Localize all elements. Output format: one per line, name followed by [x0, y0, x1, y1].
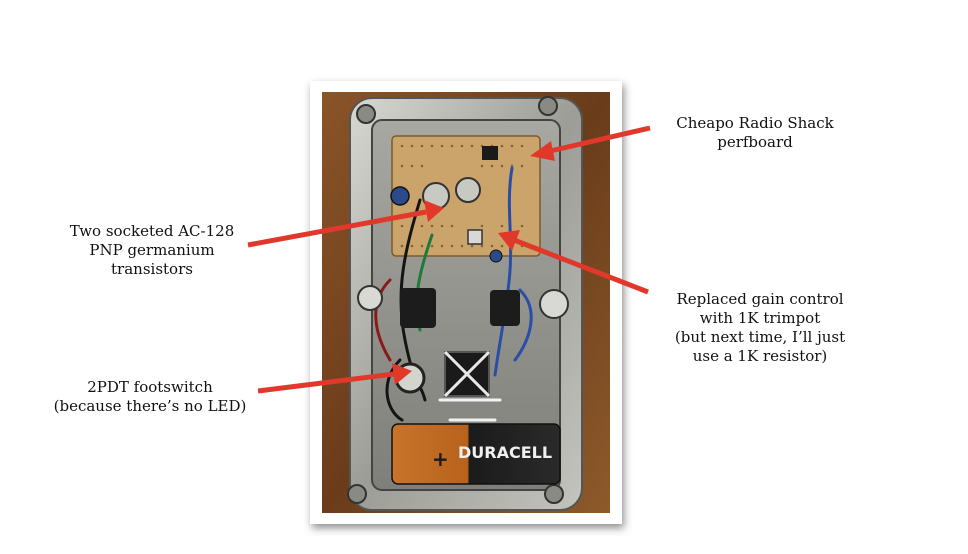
label-trimpot-line-4: use a 1K resistor) — [692, 347, 828, 365]
capacitor — [390, 186, 410, 206]
screw-bottom-right — [544, 484, 564, 504]
perfboard-component — [482, 146, 498, 160]
arrow-footswitch-head — [392, 363, 412, 385]
side-jack-left — [357, 285, 383, 311]
arrow-footswitch-shaft — [257, 371, 395, 394]
output-jack — [490, 290, 520, 326]
input-jack — [400, 288, 436, 328]
screw-bottom-left — [347, 484, 367, 504]
arrow-transistors-head — [424, 200, 444, 222]
label-trimpot: Replaced gain control with 1K trimpot (b… — [650, 290, 870, 366]
footswitch-x-wires — [443, 350, 491, 398]
trimpot — [467, 229, 483, 245]
label-trimpot-line-1: Replaced gain control — [676, 290, 844, 308]
label-perfboard: Cheapo Radio Shack perfboard — [655, 114, 855, 152]
label-trimpot-line-2: with 1K trimpot — [699, 309, 821, 327]
label-footswitch-line-1: 2PDT footswitch — [87, 378, 213, 396]
arrow-perfboard-shaft — [545, 125, 651, 155]
arrow-perfboard-head — [530, 141, 555, 161]
battery-plus: + — [432, 447, 449, 471]
trimpot-small-cap — [489, 249, 503, 263]
arrow-trimpot-shaft — [513, 237, 649, 295]
label-perfboard-line-1: Cheapo Radio Shack — [676, 114, 834, 132]
label-trimpot-line-3: (but next time, I’ll just — [674, 328, 846, 346]
transistor-2 — [455, 177, 481, 203]
label-transistors-line-2: PNP germanium — [89, 241, 215, 259]
label-footswitch-line-2: (because there’s no LED) — [53, 397, 247, 415]
label-footswitch: 2PDT footswitch (because there’s no LED) — [30, 378, 270, 416]
battery — [391, 423, 561, 485]
label-transistors-line-3: transistors — [111, 260, 193, 278]
annotation-arrows — [247, 125, 651, 394]
arrow-transistors-shaft — [247, 209, 427, 248]
label-transistors-line-1: Two socketed AC-128 — [69, 222, 235, 240]
screw-top-right — [538, 96, 558, 116]
screw-top-left — [356, 104, 376, 124]
battery-brand: DURACELL — [458, 443, 552, 462]
label-transistors: Two socketed AC-128 PNP germanium transi… — [52, 222, 252, 279]
side-jack-right — [539, 289, 569, 319]
arrow-trimpot-head — [498, 230, 520, 251]
label-perfboard-line-2: perfboard — [717, 133, 793, 151]
